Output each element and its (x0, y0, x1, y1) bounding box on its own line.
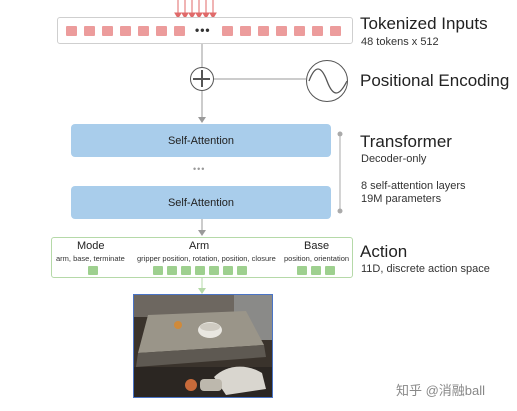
token (312, 26, 323, 36)
token (174, 26, 185, 36)
action-mode-sub: arm, base, terminate (56, 254, 125, 263)
token (330, 26, 341, 36)
action-square (88, 266, 98, 275)
action-base-sub: position, orientation (284, 254, 350, 263)
transformer-subtitle: Decoder-only (361, 153, 427, 165)
action-square (209, 266, 219, 275)
tokenized-inputs-subtitle: 48 tokens x 512 (361, 36, 439, 48)
token (222, 26, 233, 36)
token (84, 26, 95, 36)
action-title: Action (360, 242, 408, 261)
action-subtitle: 11D, discrete action space (361, 263, 490, 275)
action-square (181, 266, 191, 275)
action-square (167, 266, 177, 275)
token-bar: ••• (57, 17, 353, 44)
positional-encoding-title: Positional Encoding (360, 71, 510, 90)
action-box: Mode arm, base, terminate Arm gripper po… (51, 237, 353, 278)
sine-wave-icon (306, 60, 348, 102)
self-attention-block-top: Self-Attention (71, 124, 331, 157)
action-arm-sub: gripper position, rotation, position, cl… (137, 254, 276, 263)
token-ellipsis: ••• (195, 23, 211, 37)
token (102, 26, 113, 36)
tokenized-inputs-title: Tokenized Inputs (360, 14, 488, 33)
action-square (237, 266, 247, 275)
action-mode-title: Mode (77, 240, 105, 252)
sum-icon (190, 67, 214, 91)
robot-scene-image (133, 294, 273, 398)
token (156, 26, 167, 36)
transformer-title: Transformer (360, 132, 452, 151)
layers-ellipsis: ••• (193, 164, 206, 174)
token (120, 26, 131, 36)
token (240, 26, 251, 36)
action-square (325, 266, 335, 275)
action-square (223, 266, 233, 275)
input-arrows (174, 0, 217, 19)
action-base-title: Base (304, 240, 330, 252)
token (276, 26, 287, 36)
action-square (297, 266, 307, 275)
action-square (311, 266, 321, 275)
watermark: 知乎 @消融ball (396, 383, 486, 398)
token (138, 26, 149, 36)
self-attention-block-bottom: Self-Attention (71, 186, 331, 219)
action-square (195, 266, 205, 275)
token (66, 26, 77, 36)
action-square (153, 266, 163, 275)
transformer-layers: 8 self-attention layers (361, 180, 466, 192)
token (258, 26, 269, 36)
token (294, 26, 305, 36)
transformer-params: 19M parameters (361, 193, 442, 205)
action-arm-title: Arm (189, 240, 210, 252)
